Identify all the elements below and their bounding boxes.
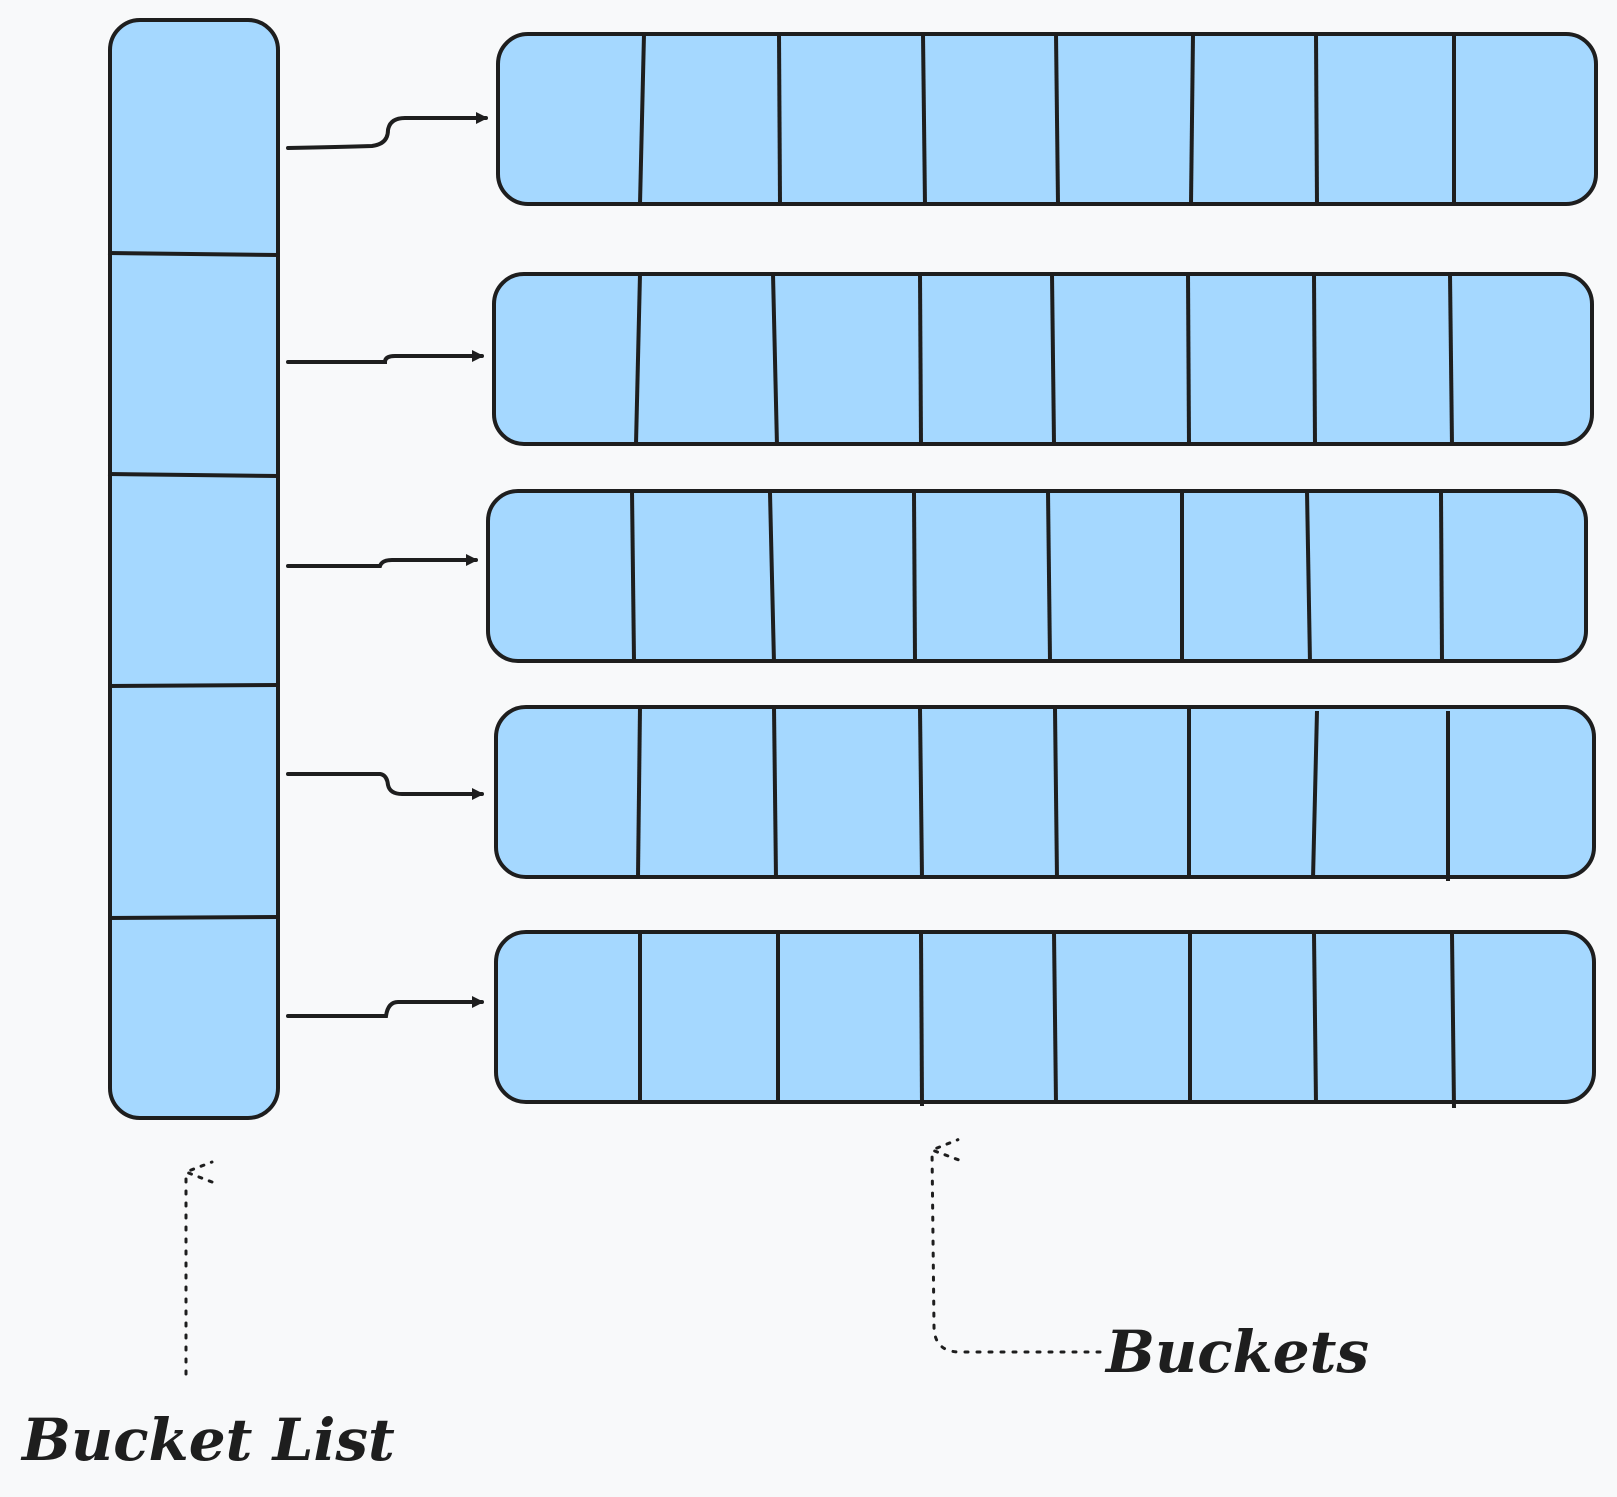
bucket-list-divider — [107, 683, 279, 688]
bucket-cell-divider — [1189, 33, 1195, 205]
bucket-frame — [494, 705, 1596, 879]
bucket-frame — [496, 32, 1598, 206]
bucket-cell-divider — [1054, 33, 1060, 205]
bucket-cell-divider — [1314, 33, 1319, 207]
bucket — [494, 705, 1596, 881]
bucket-cell-divider — [634, 273, 642, 445]
pointer-arrow — [286, 554, 478, 568]
bucket-cell-divider — [1450, 933, 1456, 1109]
bucket-cell-divider — [921, 33, 927, 207]
bucket-frame — [492, 272, 1594, 446]
bucket-cell-divider — [777, 33, 782, 205]
annotation-arrows — [186, 1150, 1102, 1376]
bucket-list-label: Bucket List — [20, 1406, 395, 1474]
bucket-cell-divider — [772, 706, 778, 880]
pointer-arrow — [286, 350, 484, 364]
bucket-cell-divider — [630, 490, 636, 662]
bucket-frame — [494, 930, 1596, 1104]
bucket-cell-divider — [919, 933, 924, 1107]
bucket-cell-divider — [918, 273, 923, 447]
pointer-arrows — [286, 112, 488, 1018]
bucket-cell-divider — [771, 273, 779, 447]
buckets-dotted-arrow — [932, 1150, 1102, 1354]
bucket-cell-divider — [1050, 273, 1056, 445]
bucket-list-divider — [107, 251, 279, 257]
bucket-cell-divider — [1305, 490, 1312, 664]
bucket-list-divider — [107, 472, 279, 478]
bucket-cell-divider — [1186, 273, 1191, 447]
bucket-cell-divider — [1052, 931, 1058, 1105]
bucket-cell-divider — [1439, 492, 1444, 664]
bucket-cell-divider — [1312, 273, 1317, 447]
buckets-label: Buckets — [1104, 1318, 1369, 1386]
pointer-arrow — [286, 996, 484, 1018]
bucket-cell-divider — [638, 33, 646, 205]
bucket — [496, 32, 1598, 207]
bucket-cell-divider — [1311, 710, 1319, 880]
bucket-cell-divider — [1053, 708, 1059, 880]
bucket — [494, 930, 1596, 1109]
bucket-cell-divider — [768, 492, 776, 664]
bucket-cell-divider — [912, 492, 917, 662]
bucket — [492, 272, 1594, 447]
bucket-cell-divider — [636, 706, 642, 878]
buckets — [486, 32, 1598, 1109]
bucket-cell-divider — [1046, 490, 1052, 662]
bucket-list — [107, 18, 280, 1120]
bucket-cell-divider — [1448, 273, 1454, 447]
bucket-list-frame — [108, 18, 280, 1120]
bucket-list-divider — [107, 915, 279, 920]
bucket-cell-divider — [1312, 933, 1318, 1105]
pointer-arrow — [286, 112, 488, 150]
bucket-frame — [486, 489, 1588, 663]
pointer-arrow — [286, 772, 484, 800]
bucket — [486, 489, 1588, 664]
bucket-cell-divider — [918, 708, 924, 880]
